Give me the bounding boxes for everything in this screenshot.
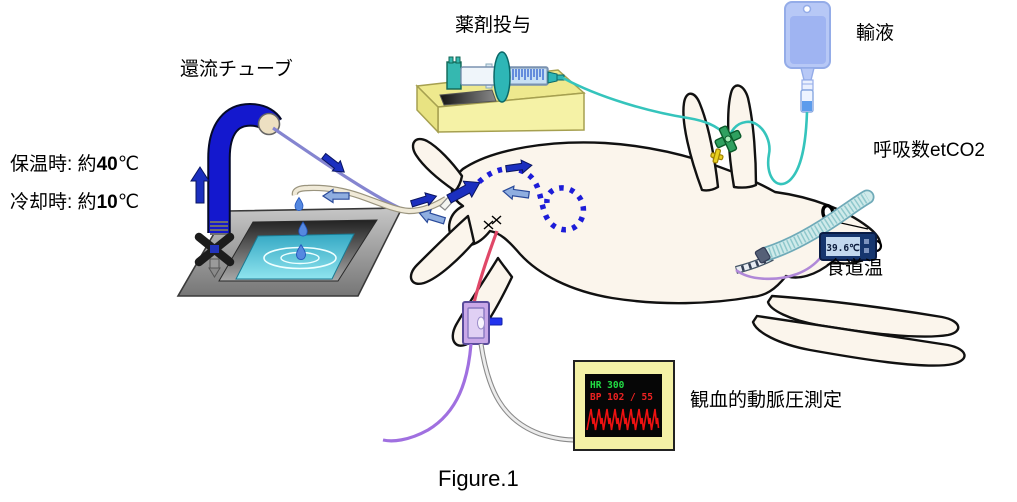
warming-value: 40 (96, 154, 118, 175)
front-paw-upper (766, 294, 960, 338)
intracorporeal-catheter-path (477, 159, 587, 233)
temperature-display: 39.6℃ (819, 232, 877, 261)
label-infusion: 輸液 (856, 23, 895, 44)
rectal-catheter (439, 180, 481, 211)
hind-paw-upper (411, 137, 464, 193)
label-respiration-etco2: 呼吸数etCO2 (873, 140, 985, 161)
pressure-transducer (462, 301, 503, 345)
rabbit-ear-right (726, 84, 758, 189)
patient-monitor: HR 300 BP 102 / 55 (573, 360, 675, 451)
temp-screen (826, 237, 860, 256)
monitor-hr-readout: HR 300 (590, 380, 625, 391)
front-paw-lower (751, 314, 966, 367)
cooling-prefix: 冷却時: 約 (10, 192, 97, 213)
label-arterial-pressure: 観血的動脈圧測定 (690, 390, 843, 411)
warming-unit: ℃ (117, 154, 140, 175)
syringe-pump (415, 51, 586, 134)
tube-connector (754, 246, 771, 264)
label-esophageal-temp: 食道温 (826, 258, 884, 279)
esophageal-probe-wire (735, 256, 823, 281)
hind-paw-middle (409, 214, 476, 286)
syringe-clamp (493, 51, 511, 103)
figure-caption: Figure.1 (438, 466, 519, 491)
label-warming-temp: 保温時: 約40℃ (10, 155, 139, 175)
three-way-stopcock (710, 125, 742, 164)
cooling-value: 10 (96, 192, 118, 213)
temp-readout: 39.6℃ (826, 243, 860, 254)
threaded-coupler (210, 221, 228, 235)
perfusion-tube (190, 103, 283, 278)
water-drops (294, 196, 308, 261)
flow-arrows (321, 152, 447, 225)
warming-prefix: 保温時: 約 (10, 154, 97, 175)
syringe (446, 51, 565, 103)
etco2-tube (754, 189, 875, 264)
iv-bag (784, 1, 831, 113)
suture-marks (483, 215, 502, 230)
transducer-cables (382, 343, 578, 443)
label-cooling-temp: 冷却時: 約10℃ (10, 193, 139, 213)
vent-cable (382, 343, 473, 443)
cooling-unit: ℃ (117, 192, 140, 213)
flow-up-arrow (190, 166, 210, 204)
stopcock-handle (710, 148, 724, 164)
entry-arrow (446, 180, 481, 204)
label-perfusion-tube: 還流チューブ (180, 59, 293, 80)
drip-tube (291, 184, 448, 215)
bag-hanger-hole (802, 4, 812, 14)
label-drug-administration: 薬剤投与 (455, 15, 532, 36)
arterial-waveform (586, 408, 660, 431)
monitor-screen (585, 374, 662, 437)
iv-line (728, 111, 809, 186)
tube-clamp (194, 232, 235, 278)
monitor-bp-readout: BP 102 / 55 (590, 392, 653, 403)
drug-line (562, 76, 725, 134)
pump-slot (439, 89, 497, 106)
